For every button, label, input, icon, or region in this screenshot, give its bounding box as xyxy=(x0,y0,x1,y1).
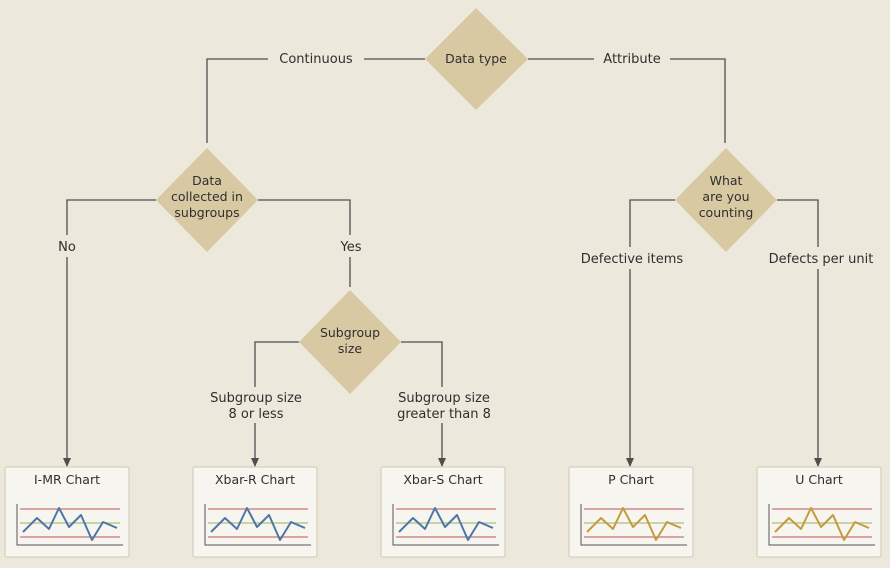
mini-control-chart-icon xyxy=(392,503,500,546)
decision-subgroups-line1: Data xyxy=(192,173,222,188)
decision-subgroups: Data collected in subgroups xyxy=(156,148,258,252)
chart-card-u[interactable]: U Chart xyxy=(756,466,882,558)
connector-size-small xyxy=(251,341,299,467)
label-defects-per-unit: Defects per unit xyxy=(769,252,874,267)
decision-data-type-label: Data type xyxy=(445,51,507,66)
card-frame xyxy=(756,466,882,558)
connector-root-to-continuous xyxy=(206,58,425,143)
card-frame xyxy=(568,466,694,558)
label-subgroup-small-line1: Subgroup size xyxy=(210,391,302,406)
chart-card-title: I-MR Chart xyxy=(34,472,100,487)
connector-subgroups-no xyxy=(63,199,156,467)
diamond-shape xyxy=(675,148,777,252)
label-subgroup-small-line2: 8 or less xyxy=(229,407,284,422)
chart-card-title: Xbar-R Chart xyxy=(215,472,295,487)
connectors xyxy=(63,58,822,467)
diamond-shape xyxy=(425,8,528,110)
chart-card-imr[interactable]: I-MR Chart xyxy=(4,466,130,558)
label-subgroup-large-line2: greater than 8 xyxy=(397,407,491,422)
chart-card-title: P Chart xyxy=(608,472,654,487)
decision-counting: What are you counting xyxy=(675,148,777,252)
connector-root-to-attribute xyxy=(528,58,726,143)
chart-card-xbar-r[interactable]: Xbar-R Chart xyxy=(192,466,318,558)
decision-data-type: Data type xyxy=(425,8,528,110)
card-frame xyxy=(380,466,506,558)
connector-subgroups-yes xyxy=(258,199,351,287)
connector-count-defective xyxy=(626,199,675,467)
mini-control-chart-icon xyxy=(580,503,688,546)
mini-control-chart-icon xyxy=(204,503,312,546)
chart-card-p[interactable]: P Chart xyxy=(568,466,694,558)
decision-subgroup-size: Subgroup size xyxy=(299,290,401,394)
card-frame xyxy=(192,466,318,558)
mini-control-chart-icon xyxy=(768,503,876,546)
label-no: No xyxy=(58,240,76,255)
label-attribute: Attribute xyxy=(603,52,660,67)
decision-counting-line1: What xyxy=(710,173,743,188)
connector-size-large xyxy=(401,341,446,467)
edge-labels: Continuous Attribute No Yes Subgroup siz… xyxy=(52,48,878,423)
decision-counting-line2: are you xyxy=(702,189,749,204)
decision-size-line1: Subgroup xyxy=(320,325,380,340)
label-yes: Yes xyxy=(340,240,362,255)
decision-subgroups-line3: subgroups xyxy=(174,205,239,220)
label-subgroup-large-line1: Subgroup size xyxy=(398,391,490,406)
chart-card-title: U Chart xyxy=(795,472,843,487)
chart-card-xbar-s[interactable]: Xbar-S Chart xyxy=(380,466,506,558)
card-frame xyxy=(4,466,130,558)
mini-control-chart-icon xyxy=(16,503,124,546)
label-continuous: Continuous xyxy=(279,52,353,67)
decision-size-line2: size xyxy=(338,341,363,356)
diamond-shape xyxy=(156,148,258,252)
decision-counting-line3: counting xyxy=(699,205,754,220)
label-defective-items: Defective items xyxy=(581,252,684,267)
chart-card-title: Xbar-S Chart xyxy=(403,472,482,487)
connector-count-defects xyxy=(777,199,822,467)
diamond-shape xyxy=(299,290,401,394)
decision-subgroups-line2: collected in xyxy=(171,189,243,204)
